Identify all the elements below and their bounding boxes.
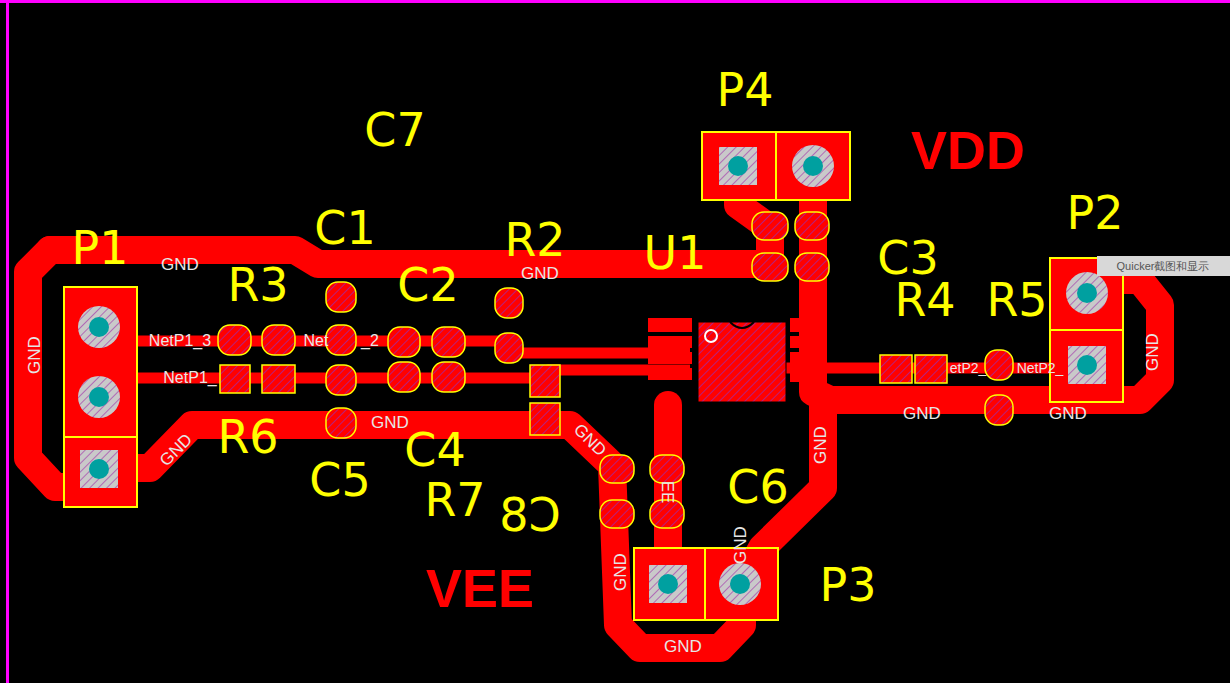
net-label: GND — [1144, 333, 1161, 371]
ref-designator: R4 — [894, 277, 955, 323]
net-label: GND — [371, 414, 409, 431]
net-label: etP2_ — [950, 361, 987, 375]
net-label: GND — [521, 265, 559, 282]
ref-designator: C6 — [727, 464, 788, 510]
net-label: GND — [1049, 405, 1087, 422]
ref-designator: R5 — [986, 277, 1047, 323]
net-title: VDD — [911, 123, 1025, 177]
net-title: VEE — [426, 561, 534, 615]
net-label: EE — [659, 481, 676, 504]
board-edge — [0, 0, 1230, 3]
net-label: GND — [812, 426, 829, 464]
ref-designator: C8 — [499, 492, 560, 538]
net-label: GND — [732, 526, 749, 564]
net-label: GND — [903, 405, 941, 422]
net-label: GND — [26, 336, 43, 374]
ref-designator: U1 — [644, 230, 707, 276]
ref-designator: C4 — [404, 427, 465, 473]
ref-designator: R2 — [504, 217, 565, 263]
board-edge — [6, 0, 9, 683]
ref-designator: C5 — [309, 457, 370, 503]
net-label: GND — [161, 256, 199, 273]
ref-designator: P4 — [716, 67, 773, 113]
ref-designator: P3 — [819, 562, 876, 608]
ref-designator: C2 — [397, 262, 458, 308]
smd-pad — [218, 212, 1013, 528]
net-label: Net — [304, 333, 329, 349]
connector-footprint — [64, 132, 1123, 620]
net-label: GND — [612, 553, 629, 591]
net-label: NetP2_ — [1017, 361, 1064, 375]
ic-footprint — [648, 318, 822, 402]
ref-designator: C3 — [877, 235, 938, 281]
watermark-box — [1097, 256, 1230, 276]
ref-designator: P1 — [71, 225, 128, 271]
net-label: NetP1_ — [163, 370, 216, 386]
ref-designator: R3 — [227, 262, 288, 308]
ref-designator: P2 — [1066, 190, 1123, 236]
ref-designator: C1 — [314, 205, 375, 251]
ref-designator: C7 — [364, 107, 425, 153]
copper-trace — [28, 166, 1160, 648]
net-label: _2 — [361, 333, 379, 349]
net-label: NetP1_3 — [149, 333, 211, 349]
net-label: GND — [664, 638, 702, 655]
ref-designator: R6 — [217, 414, 278, 460]
ref-designator: R7 — [424, 477, 485, 523]
watermark: Quicker截图和显示 — [1117, 261, 1210, 272]
